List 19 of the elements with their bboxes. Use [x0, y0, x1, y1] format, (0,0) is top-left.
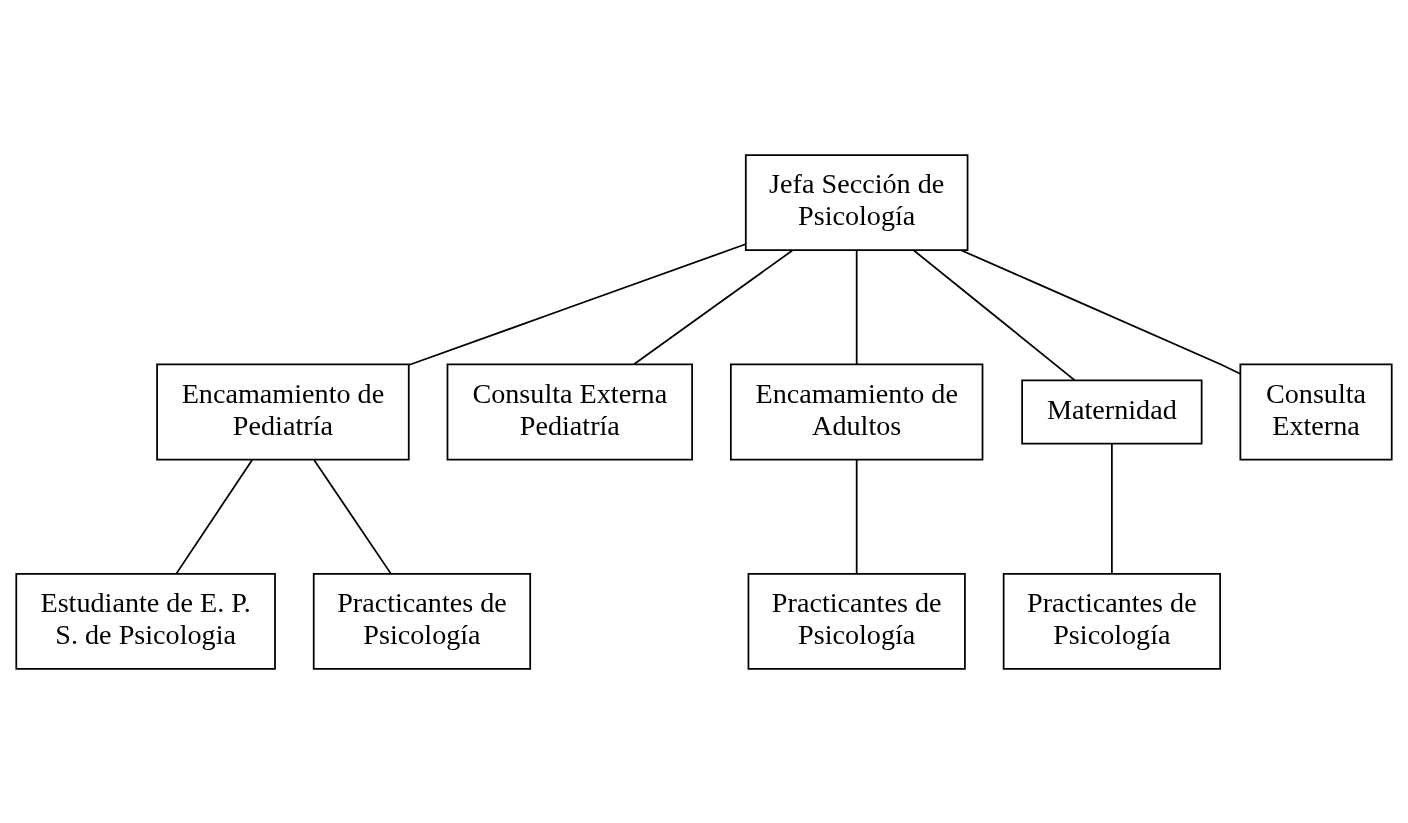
node-box: Consulta Externa Pediatría — [446, 363, 693, 460]
connector — [1111, 442, 1113, 575]
node-box: Encamamiento de Pediatría — [156, 363, 410, 460]
connector — [960, 248, 1242, 375]
connector — [408, 242, 747, 366]
node-box: Encamamiento de Adultos — [729, 363, 984, 460]
connector — [175, 458, 253, 574]
node-box: Maternidad — [1021, 378, 1203, 445]
node-box: Practicantes de Psicología — [312, 572, 532, 670]
node-box: Practicantes de Psicología — [1002, 572, 1221, 670]
connector — [855, 249, 858, 365]
node-box: Practicantes de Psicología — [747, 572, 966, 670]
node-box: Consulta Externa — [1239, 363, 1393, 460]
connector — [913, 249, 1076, 381]
connector — [855, 458, 858, 574]
connector — [633, 249, 794, 365]
node-box: Jefa Sección de Psicología — [744, 153, 969, 251]
node-box: Estudiante de E. P. S. de Psicologia — [15, 572, 276, 670]
connector — [313, 458, 392, 574]
